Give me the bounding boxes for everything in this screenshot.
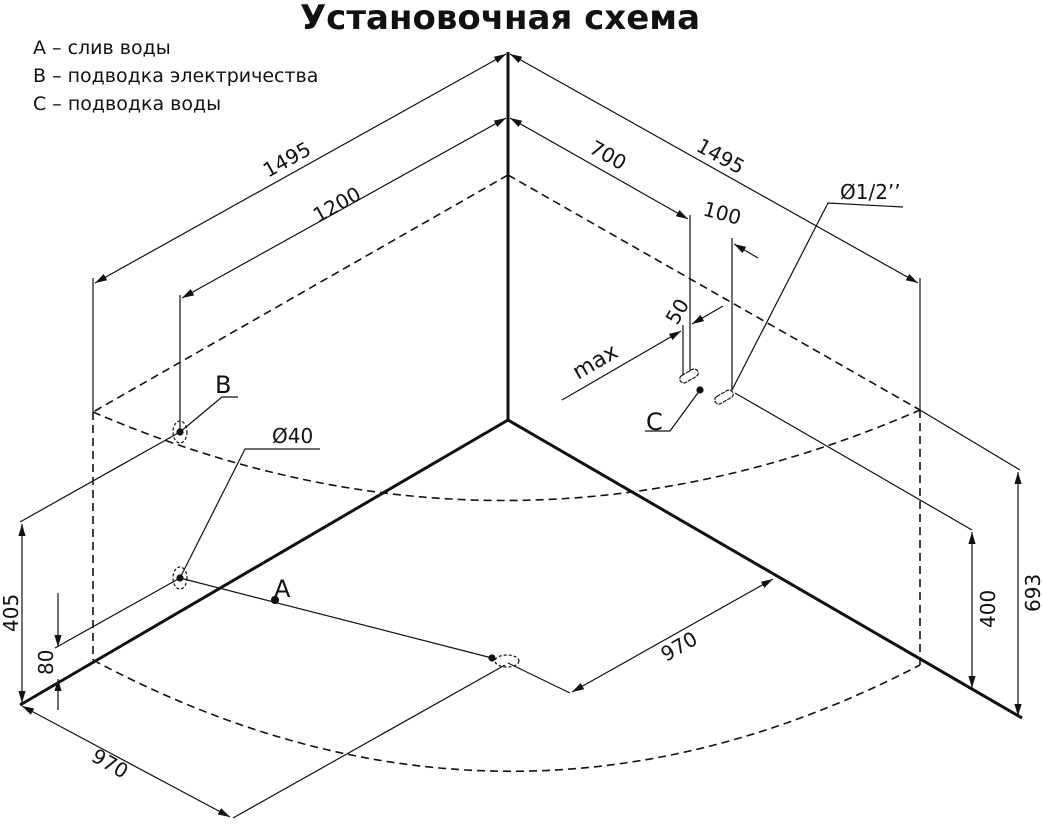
label-100: 100 [701,197,744,230]
label-405: 405 [0,594,23,632]
label-max: max [569,340,623,386]
overflow-outlet [172,566,188,590]
dim-floor-left-970 [21,705,231,818]
marker-c: C [646,408,663,436]
marker-b: B [215,371,231,399]
dim-50 [691,305,724,325]
leader-c [645,389,701,432]
a-drain-point [270,595,280,605]
label-700: 700 [586,135,631,175]
floor-left-edge [19,418,509,707]
label-drain-diameter: Ø40 [272,424,313,448]
dim-floor-right-970 [571,578,774,693]
legend-item-a: A – слив воды [33,37,171,59]
label-1200: 1200 [309,182,365,228]
dim-100 [733,243,759,259]
label-970-left: 970 [88,744,133,784]
water-pipe-right [714,389,734,405]
label-80: 80 [34,650,58,675]
dim-left-1495 [94,53,507,284]
bath-bottom-arc [92,659,921,773]
dim-right-700 [509,117,689,220]
c-water-point [696,386,704,394]
b-electric-outlet [172,420,188,444]
leader-drain-diameter [179,448,320,579]
diagram-title: Установочная схема [299,0,701,38]
drain-outlet [494,654,520,668]
leader-b [179,396,238,433]
dim-max [561,330,682,401]
dim-left-1200 [181,117,507,299]
leader-pipe-diameter [731,202,904,391]
floor-right-edge [507,418,1023,720]
dim-right-1495 [509,53,919,284]
label-pipe-diameter: Ø1/2’’ [840,180,901,204]
water-pipe-left [679,368,699,384]
bath-rim-arc [92,409,921,502]
bath-corner-structure [19,52,1023,720]
fittings [172,368,734,668]
label-970-right: 970 [657,626,702,666]
label-50: 50 [661,294,695,328]
marker-a: A [274,575,291,603]
drain-line [179,577,493,659]
label-400: 400 [976,590,1000,628]
label-693: 693 [1021,574,1042,612]
